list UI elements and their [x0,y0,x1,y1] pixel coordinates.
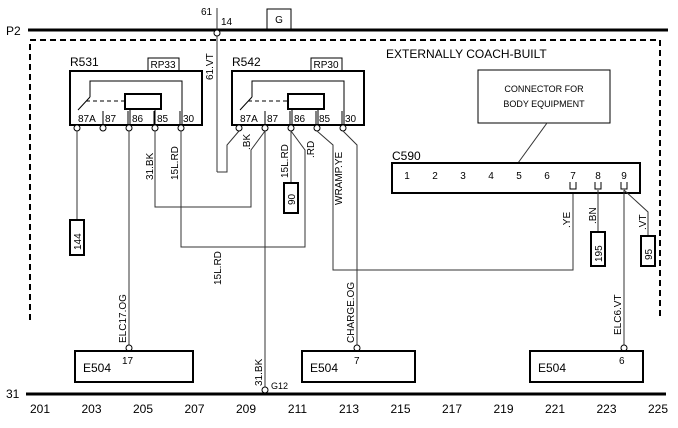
relay-r531-coil [124,93,162,110]
r542-pin-86: 86 [294,114,306,125]
grid-column-205: 205 [133,402,153,416]
ref-144 [69,219,85,256]
relay-r531-switch [77,96,91,111]
grid-column-211: 211 [288,402,307,416]
relay-r542-coil [287,93,325,110]
svg-text:95: 95 [644,248,655,260]
relay-r542-location: RP30 [313,60,338,71]
r531-pin-86: 86 [132,114,144,125]
svg-text:BODY EQUIPMENT: BODY EQUIPMENT [503,99,585,109]
r531-pin-87a: 87A [78,114,96,125]
wire-r542-86: 15L.RD [280,144,291,178]
grid-column-215: 215 [390,402,410,416]
svg-text:8: 8 [595,171,601,182]
svg-text:E504: E504 [310,361,338,375]
rail-label-p2: P2 [6,24,21,38]
svg-text:CONNECTOR FOR: CONNECTOR FOR [504,84,584,94]
grid-column-221: 221 [545,402,565,416]
grid-column-201: 201 [30,402,50,416]
wire-wramp: WRAMP.YE [334,152,345,205]
wire-r542-87a: .BK [242,134,253,150]
grid-column-219: 219 [493,402,513,416]
svg-text:2: 2 [432,171,438,182]
module-e504-6 [529,350,644,383]
svg-text:E504: E504 [83,361,111,375]
module-e504-7 [301,350,416,383]
connector-g-label: G [275,15,283,26]
wire-c590-8: .BN [588,207,599,224]
connector-c590 [391,162,641,194]
grid-column-213: 213 [339,402,359,416]
r542-pin-87: 87 [267,114,279,125]
splice-point [213,29,221,37]
svg-text:6: 6 [544,171,550,182]
wire-r542-rd: .RD [306,141,317,158]
wire-15l-mid: 15L.RD [213,251,224,285]
svg-text:9: 9 [621,171,627,182]
wire-elc6: ELC6.VT [613,294,624,335]
ref-195 [590,231,606,267]
svg-text:4: 4 [488,171,494,182]
wire-c590-9: .VT [638,214,649,230]
ground-pin-g12: G12 [271,381,288,391]
svg-text:7: 7 [354,356,360,367]
wire-elc17: ELC17.OG [118,294,129,343]
wire-r531-86: 31.BK [145,152,156,180]
module-e504-17 [74,350,194,383]
coach-built-boundary [29,39,661,320]
grid-column-209: 209 [236,402,256,416]
svg-text:1: 1 [404,171,410,182]
svg-text:7: 7 [570,171,576,182]
svg-text:E504: E504 [538,361,566,375]
r531-pin-87: 87 [105,114,117,125]
c590-pins: 1 2 3 4 5 6 7 8 9 [404,171,627,182]
svg-text:195: 195 [594,245,605,262]
svg-text:6: 6 [619,356,625,367]
ref-95 [640,235,656,267]
svg-text:90: 90 [287,193,298,205]
wire-charge: CHARGE.OG [346,282,357,343]
r542-pin-87a: 87A [240,114,258,125]
r531-pin-30: 30 [183,114,195,125]
r531-pin-85: 85 [157,114,169,125]
connector-callout [477,69,611,124]
grid-column-223: 223 [596,402,616,416]
svg-text:144: 144 [73,233,84,250]
r542-pin-85: 85 [319,114,331,125]
grid-column-217: 217 [442,402,462,416]
grid-column-numbers: 201 203 205 207 209 211 213 215 217 219 221 223 225 [30,402,668,416]
wire-r531-85: 15L.RD [170,146,181,180]
relay-r531-location: RP33 [150,60,175,71]
connector-g-box [266,8,292,30]
grid-column-207: 207 [184,402,204,416]
grid-column-203: 203 [81,402,101,416]
feed-wire-name: 61.VT [205,53,216,80]
region-title: EXTERNALLY COACH-BUILT [386,47,547,61]
ground-wire-label: 31.BK [254,358,265,386]
svg-text:3: 3 [460,171,466,182]
feed-pin-14: 14 [221,17,233,28]
ref-90 [283,182,299,214]
rail-label-31: 31 [6,387,20,401]
wire-c590-7: .YE [562,212,573,228]
connector-c590-id: C590 [392,149,421,163]
relay-r531-id: R531 [70,55,99,69]
svg-text:5: 5 [516,171,522,182]
grid-column-225: 225 [648,402,668,416]
relay-r542-id: R542 [232,55,261,69]
svg-text:17: 17 [122,356,134,367]
r542-pin-30: 30 [345,114,357,125]
feed-label-61: 61 [201,7,213,18]
